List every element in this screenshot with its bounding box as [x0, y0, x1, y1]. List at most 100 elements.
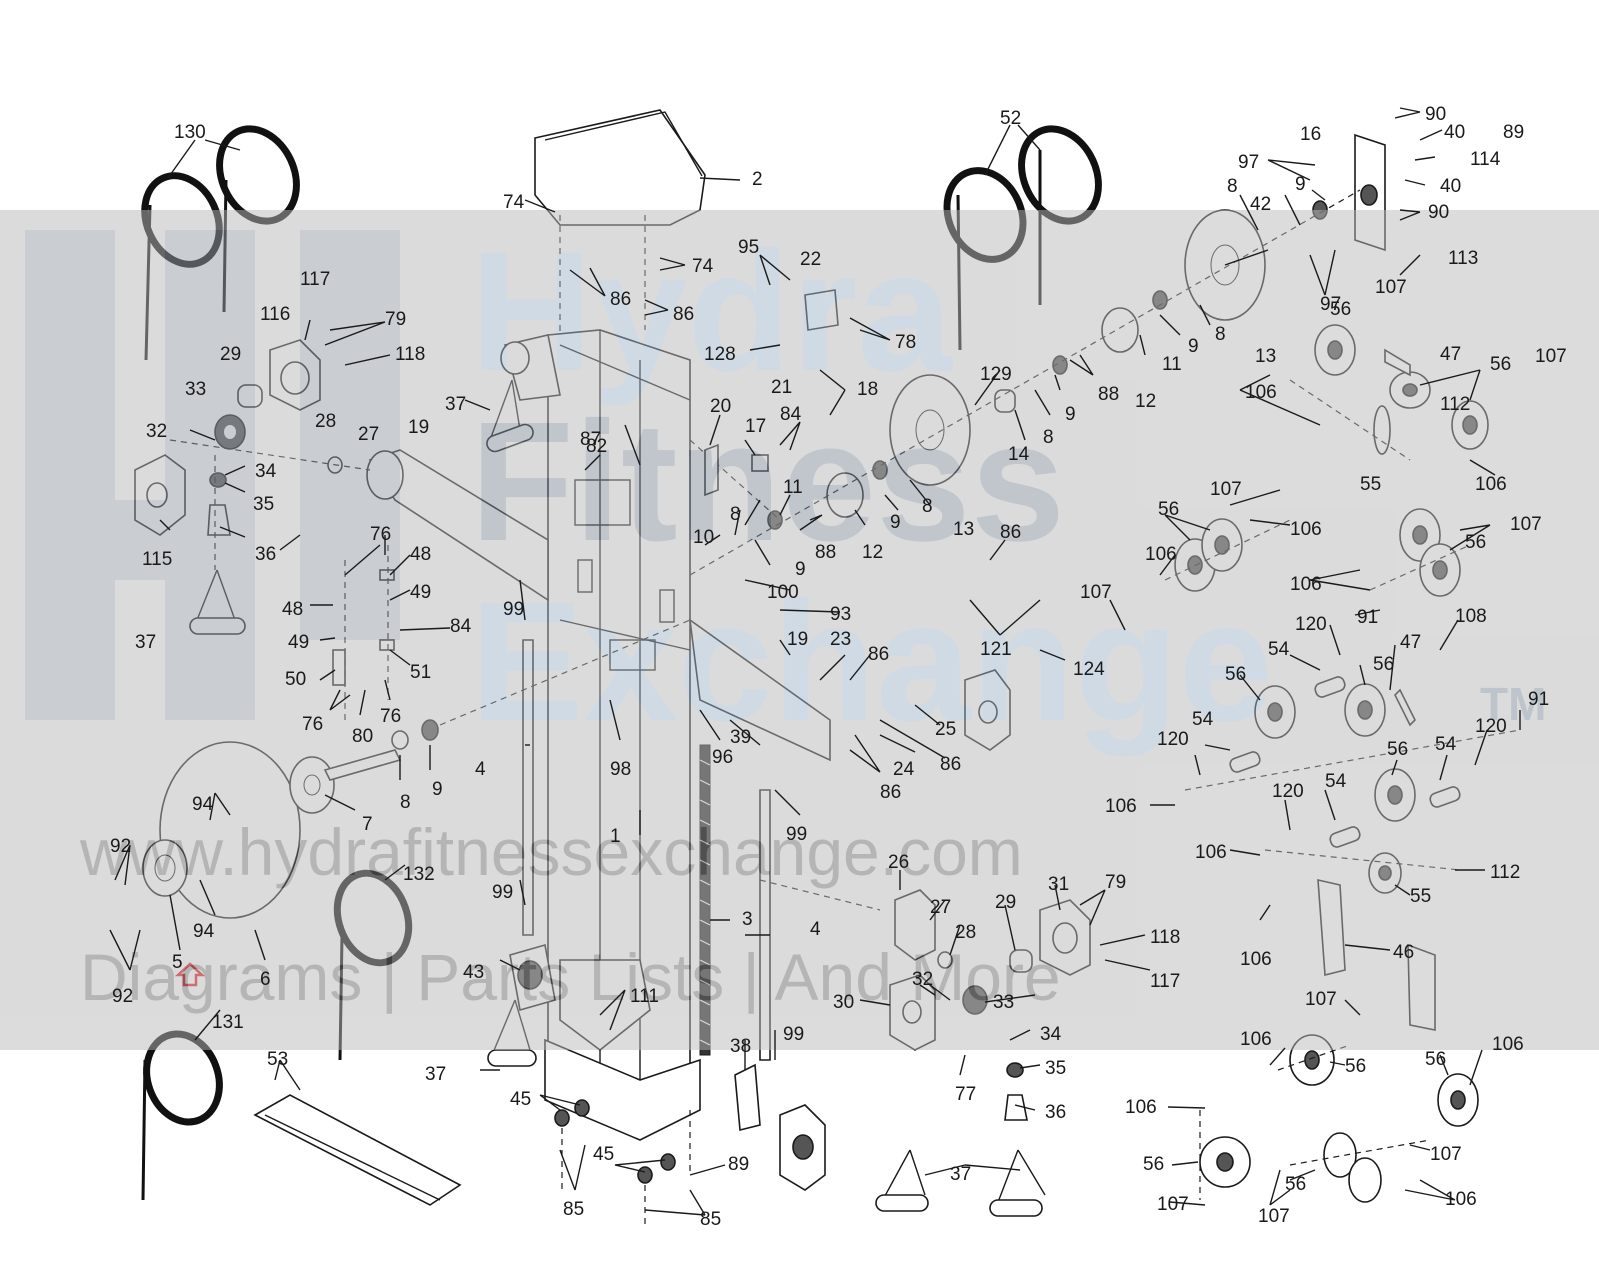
callout-3: 3: [742, 909, 753, 930]
callout-107-b: 107: [1535, 346, 1567, 367]
callout-32-top: 32: [146, 421, 167, 442]
callout-38: 38: [730, 1036, 751, 1057]
callout-9-b: 9: [795, 559, 806, 580]
callout-106-b: 106: [1475, 474, 1507, 495]
callout-56-f: 56: [1225, 664, 1246, 685]
callout-106-k: 106: [1125, 1097, 1157, 1118]
callout-86-e: 86: [880, 782, 901, 803]
callout-49-right: 49: [410, 582, 431, 603]
callout-8-left: 8: [400, 792, 411, 813]
callout-85-b: 85: [700, 1209, 721, 1230]
callout-89-top: 89: [1503, 122, 1524, 143]
callout-7: 7: [362, 814, 373, 835]
callout-106-e: 106: [1290, 574, 1322, 595]
foot-part-45-b: [574, 1099, 590, 1117]
callout-91-a: 91: [1357, 607, 1378, 628]
callout-50: 50: [285, 669, 306, 690]
callout-92-top: 92: [110, 836, 131, 857]
top-cap-part-2: [534, 109, 706, 226]
callout-100: 100: [767, 582, 799, 603]
callout-106-g: 106: [1195, 842, 1227, 863]
swivel-part-36-lower: [1004, 1094, 1028, 1121]
callout-107-e: 107: [1510, 514, 1542, 535]
callout-6: 6: [260, 969, 271, 990]
nut-part-35-lower: [1006, 1062, 1024, 1078]
callout-36-top: 36: [255, 544, 276, 565]
callout-97-bottom: 97: [1320, 294, 1341, 315]
callout-84-a: 84: [780, 404, 802, 425]
callout-85-a: 85: [563, 1199, 584, 1220]
callout-27-top: 27: [358, 424, 379, 445]
callout-37-top: 37: [445, 394, 466, 415]
callout-28-top: 28: [315, 411, 336, 432]
callout-79-top: 79: [385, 309, 406, 330]
callout-124: 124: [1073, 659, 1105, 680]
callout-40-top: 40: [1444, 122, 1465, 143]
callout-132: 132: [403, 864, 435, 885]
callout-106-c: 106: [1290, 519, 1322, 540]
callout-17: 17: [745, 416, 766, 437]
callout-43: 43: [463, 962, 484, 983]
foot-part-45-c: [637, 1166, 653, 1184]
callout-113: 113: [1448, 248, 1478, 269]
callout-45-a: 45: [510, 1089, 531, 1110]
callout-54-a: 54: [1268, 639, 1290, 660]
callout-9-top: 9: [1295, 174, 1306, 195]
callout-76-top: 76: [370, 524, 391, 545]
callout-27-lower: 27: [930, 897, 951, 918]
callout-29-lower: 29: [995, 892, 1016, 913]
callout-36-lower: 36: [1045, 1102, 1066, 1123]
callout-13-a: 13: [1255, 346, 1276, 367]
callout-88-a: 88: [815, 542, 836, 563]
callout-47-top: 47: [1440, 344, 1461, 365]
callout-9-c: 9: [1188, 336, 1199, 357]
callout-20: 20: [710, 396, 731, 417]
callout-28-lower: 28: [955, 922, 976, 943]
callout-76-bottom-b: 76: [380, 706, 401, 727]
callout-4-left: 4: [475, 759, 486, 780]
callout-49-left: 49: [288, 632, 309, 653]
callout-86-b: 86: [673, 304, 694, 325]
callout-56-h: 56: [1345, 1056, 1366, 1077]
callout-55-bottom: 55: [1410, 886, 1431, 907]
callout-32-lower: 32: [912, 969, 933, 990]
callout-4-right: 4: [810, 919, 821, 940]
callout-94-top: 94: [192, 794, 214, 815]
callout-8-c: 8: [1215, 324, 1226, 345]
callout-30: 30: [833, 992, 854, 1013]
callout-21: 21: [771, 377, 792, 398]
callout-18: 18: [857, 379, 878, 400]
callout-26: 26: [888, 852, 909, 873]
callout-9-left: 9: [432, 779, 443, 800]
callout-42: 42: [1250, 194, 1271, 215]
callout-86-d: 86: [940, 754, 961, 775]
callout-82: 82: [586, 436, 607, 457]
callout-94-bottom: 94: [193, 921, 215, 942]
callout-56-d: 56: [1465, 532, 1486, 553]
callout-96: 96: [712, 747, 733, 768]
callout-8-b: 8: [922, 496, 933, 517]
callout-84-b: 84: [450, 616, 472, 637]
callout-51: 51: [410, 662, 431, 683]
callout-31: 31: [1048, 874, 1069, 895]
callout-56-c: 56: [1158, 499, 1179, 520]
callout-106-j: 106: [1492, 1034, 1524, 1055]
callout-37-left: 37: [135, 632, 156, 653]
callout-37-carriage: 37: [425, 1064, 446, 1085]
callout-115: 115: [142, 549, 172, 570]
callout-54-c: 54: [1435, 734, 1457, 755]
callout-111: 111: [630, 986, 659, 1007]
callout-99-d: 99: [783, 1024, 804, 1045]
callout-56-i: 56: [1425, 1049, 1446, 1070]
callout-10: 10: [693, 527, 714, 548]
callout-54-d: 54: [1325, 771, 1347, 792]
watermark-tagline: Diagrams | Parts Lists | And More: [80, 940, 1061, 1014]
callout-14: 14: [1008, 444, 1030, 465]
callout-35-lower: 35: [1045, 1058, 1066, 1079]
callout-120-c: 120: [1157, 729, 1189, 750]
callout-86-a: 86: [610, 289, 631, 310]
callout-9-d: 9: [1065, 404, 1076, 425]
callout-23: 23: [830, 629, 851, 650]
callout-19-right: 19: [787, 629, 808, 650]
